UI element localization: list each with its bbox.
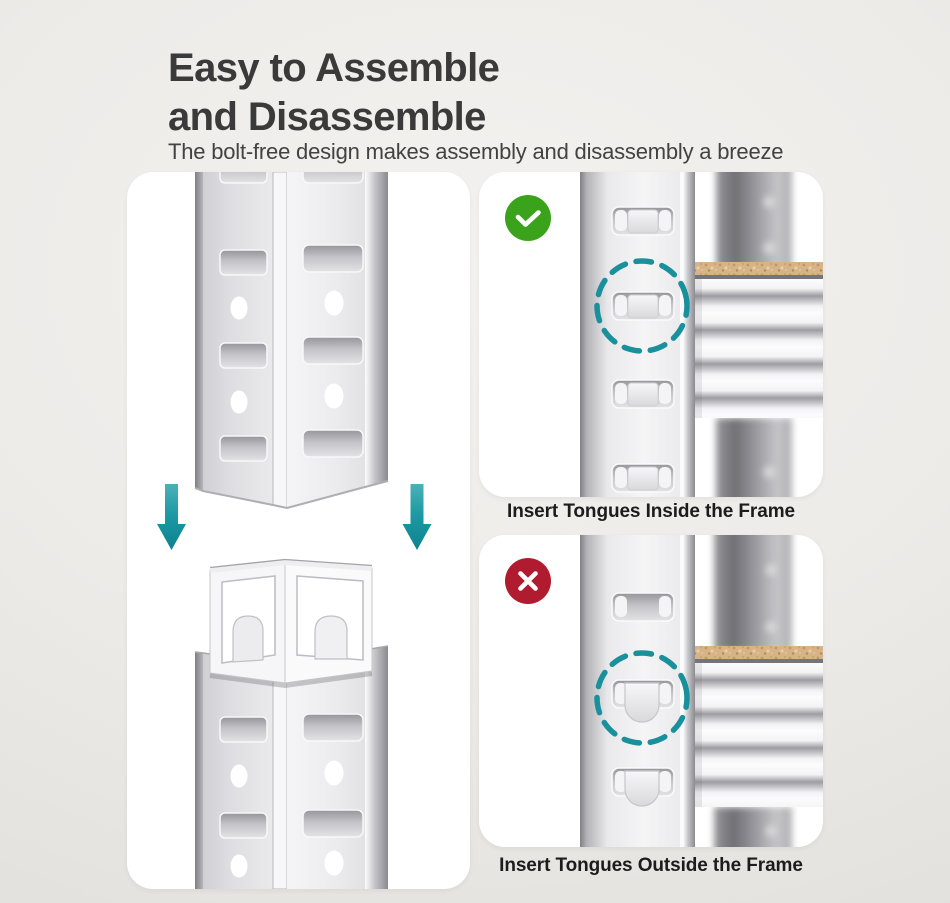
page-title-line2: and Disassemble	[168, 95, 486, 139]
background-post-graphic	[714, 535, 792, 847]
background-post-graphic	[716, 172, 792, 497]
x-icon	[505, 558, 551, 604]
highlight-circle-icon	[594, 650, 690, 746]
incorrect-example-graphic	[580, 535, 823, 847]
page-subtitle: The bolt-free design makes assembly and …	[168, 139, 784, 164]
correct-example-graphic	[580, 172, 823, 497]
highlight-circle-icon	[594, 258, 690, 354]
slot-with-tongue-inside	[611, 463, 675, 493]
check-icon	[505, 195, 551, 241]
shelf-cross-section	[693, 262, 823, 418]
down-arrow-icon	[402, 484, 432, 550]
panel-correct-example	[479, 172, 823, 497]
frame-post-graphic	[580, 535, 695, 847]
page-title: Easy to Assemble and Disassemble	[168, 44, 500, 142]
slot-with-tongue-inside	[611, 379, 675, 409]
corner-bracket-graphic	[209, 558, 373, 689]
empty-slot	[611, 592, 675, 622]
upper-post-graphic	[194, 172, 389, 510]
caption-incorrect: Insert Tongues Outside the Frame	[499, 855, 803, 876]
panel-incorrect-example	[479, 535, 823, 847]
bracket-tongue	[232, 615, 264, 663]
slot-with-tongue-inside	[611, 291, 675, 321]
slot-with-tongue-outside	[611, 767, 675, 807]
lower-post-graphic	[194, 645, 389, 889]
panel-assembly-demo	[127, 172, 470, 889]
bracket-tongue	[314, 615, 348, 660]
assembly-demo-graphic	[157, 172, 432, 889]
page-title-line1: Easy to Assemble	[168, 46, 500, 90]
slot-with-tongue-inside	[611, 206, 675, 236]
down-arrow-icon	[157, 484, 186, 550]
caption-correct: Insert Tongues Inside the Frame	[507, 501, 795, 522]
shelf-cross-section	[693, 646, 823, 807]
slot-with-tongue-outside	[611, 679, 675, 723]
frame-post-graphic	[580, 172, 695, 497]
